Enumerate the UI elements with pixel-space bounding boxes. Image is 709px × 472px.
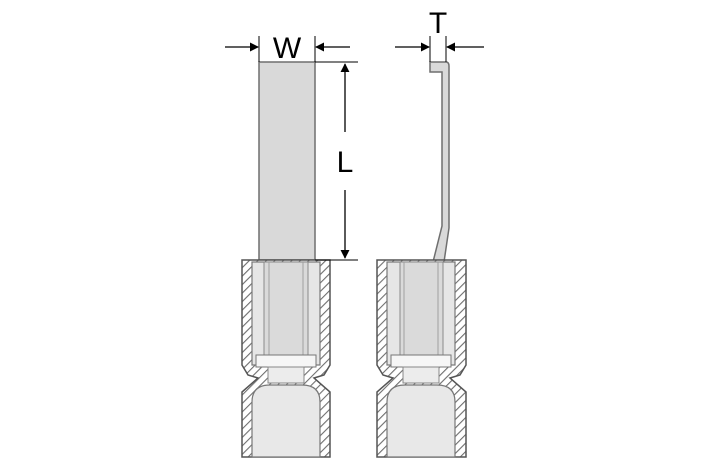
side-view [376,61,467,458]
thickness-label: T [429,7,447,40]
side-barrel-rim [390,354,452,368]
width-label: W [273,32,302,65]
dimension-width: W [225,32,350,65]
dimension-length: L [315,61,358,261]
front-barrel [263,261,309,358]
front-barrel-rim [255,354,317,368]
length-label: L [337,146,354,179]
dimension-thickness: T [395,7,484,62]
side-neck [402,366,440,384]
front-view [241,61,331,458]
front-neck [267,366,305,384]
side-wire-cavity [386,384,456,458]
side-blade [429,61,450,263]
front-blade [258,61,316,261]
front-wire-cavity [251,384,321,458]
side-barrel [399,261,444,358]
